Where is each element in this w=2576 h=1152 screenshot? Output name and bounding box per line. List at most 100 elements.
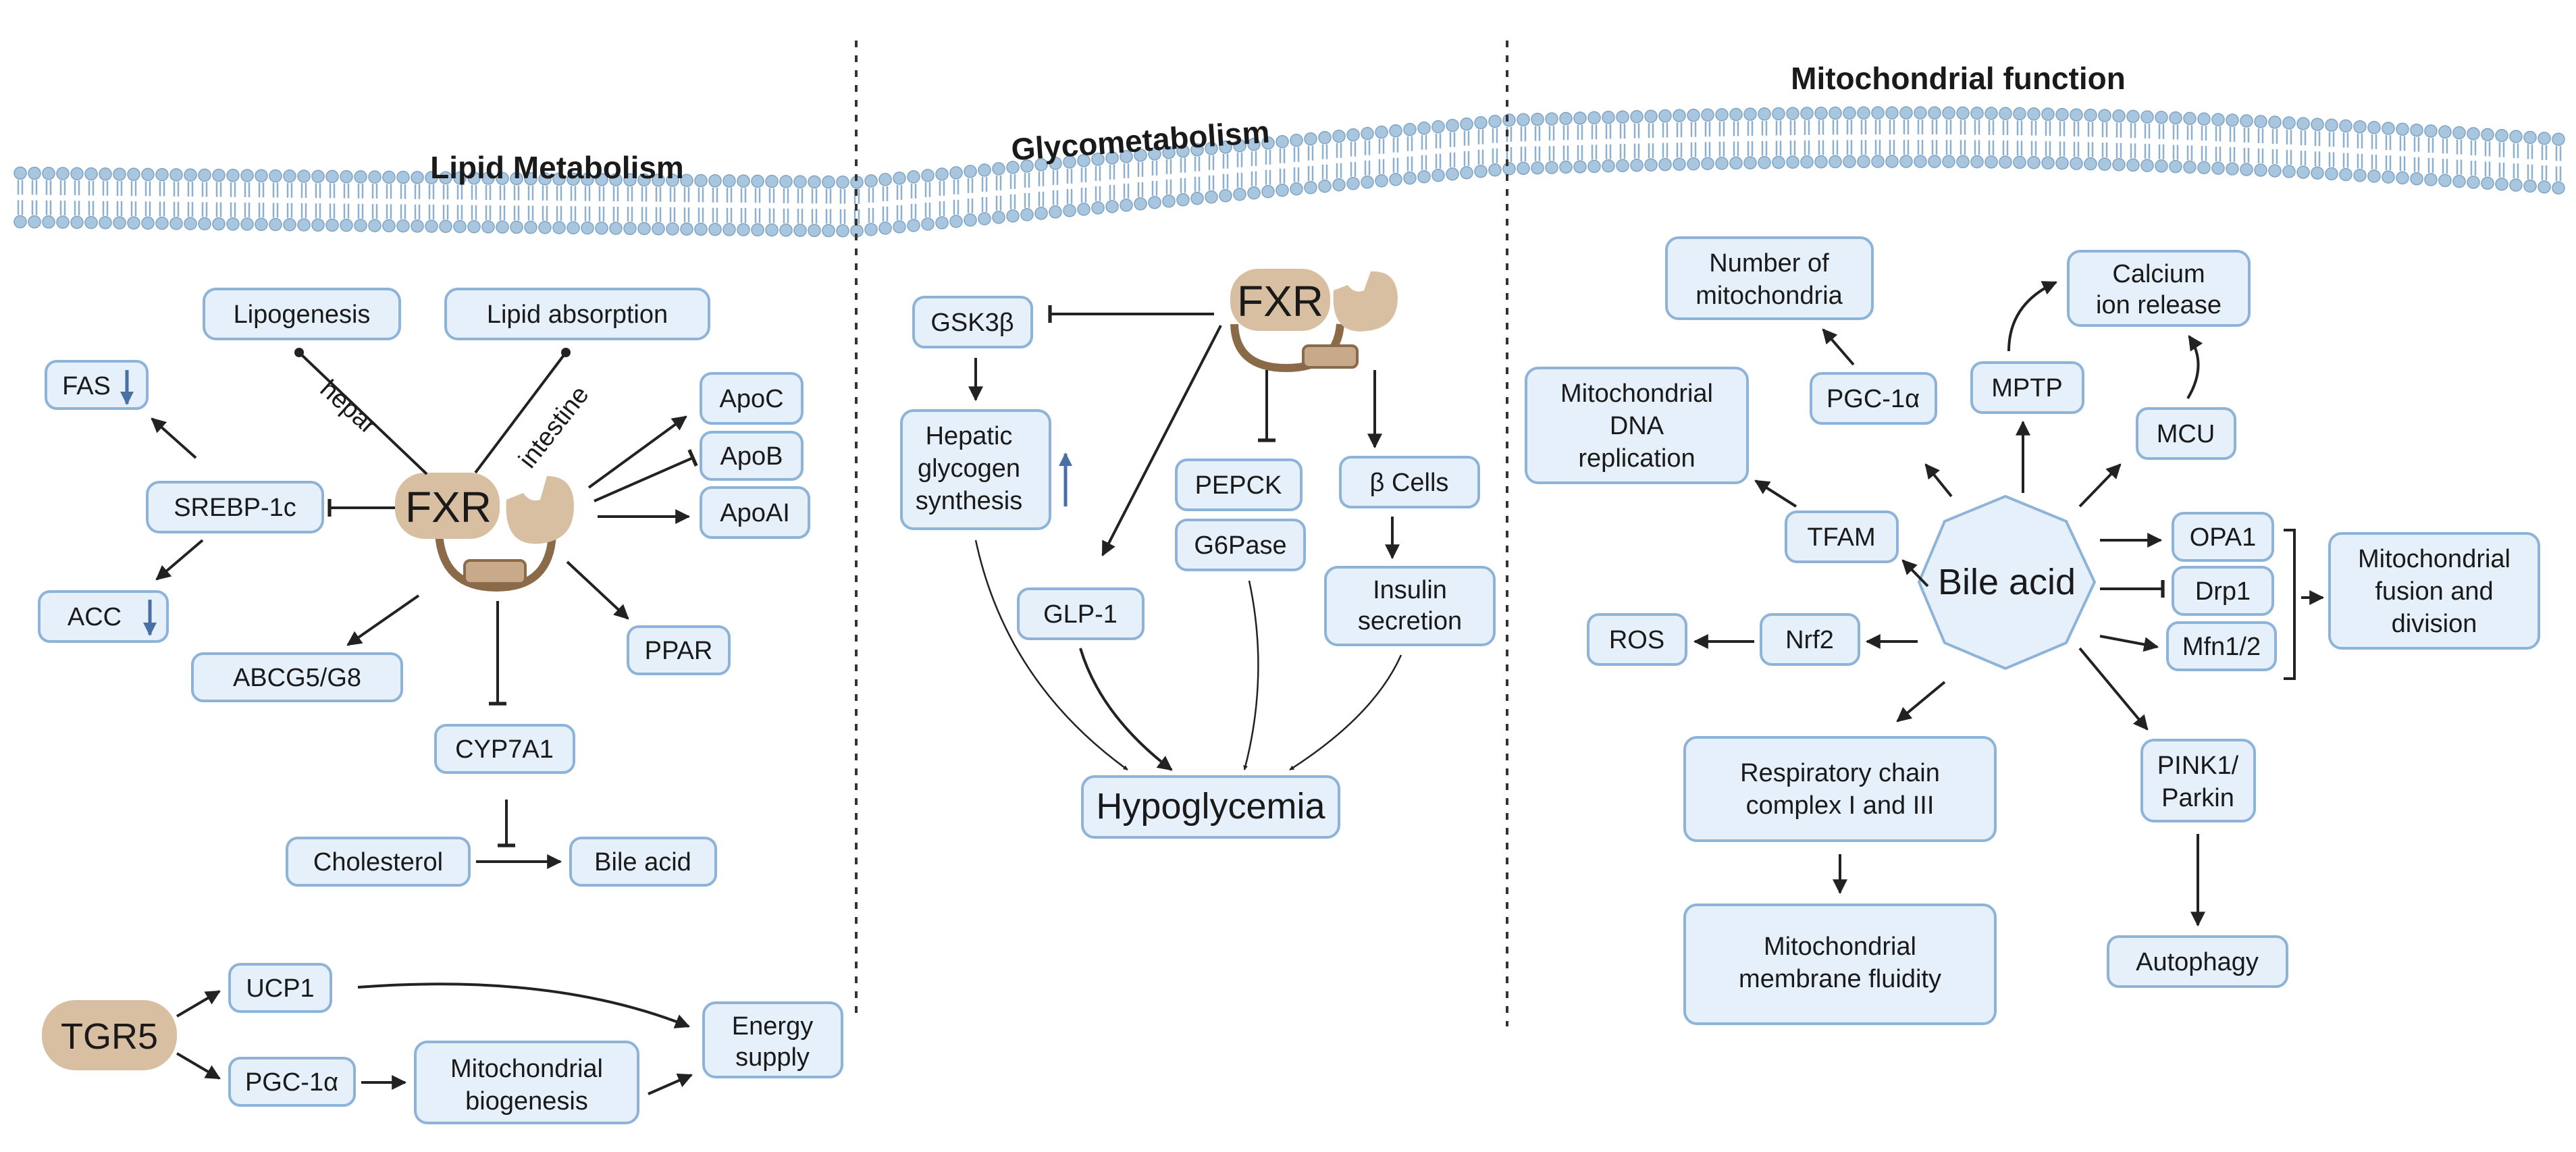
mito-biogenesis-label-1: Mitochondrial xyxy=(450,1055,603,1083)
fxr-label-lipid: FXR xyxy=(405,483,492,531)
mito-biogenesis-box xyxy=(414,1041,639,1124)
fxr-receptor-lipid: FXR xyxy=(395,473,574,592)
mfn-label: Mfn1/2 xyxy=(2182,633,2261,661)
apob-box xyxy=(700,431,804,481)
hypoglycemia-box xyxy=(1081,775,1340,839)
nrf2-label: Nrf2 xyxy=(1785,626,1834,654)
autophagy-box xyxy=(2107,935,2288,988)
fusion-label-1: Mitochondrial xyxy=(2358,545,2511,573)
bile-acid-label-mito: Bile acid xyxy=(1938,562,2076,602)
bile-acid-box-lipid xyxy=(569,837,717,887)
ba-to-pgc xyxy=(1924,463,1953,498)
insulin-box xyxy=(1324,566,1496,646)
membrane-fluidity-label-1: Mitochondrial xyxy=(1764,933,1916,961)
glp-label: GLP-1 xyxy=(1043,600,1118,629)
ppar-label: PPAR xyxy=(645,637,713,665)
title-mitochondrial-function: Mitochondrial function xyxy=(1791,61,2126,96)
hypoglycemia-label: Hypoglycemia xyxy=(1096,786,1325,827)
mptp-label: MPTP xyxy=(1991,374,2063,402)
fas-label: FAS xyxy=(62,372,111,400)
pgc-to-number xyxy=(1822,328,1855,366)
apoai-box xyxy=(700,486,810,539)
glyco-section: FXR GSK3β Hepatic glycogen synthesis PEP… xyxy=(900,269,1496,839)
pgc-box-lipid xyxy=(228,1057,356,1107)
pink-box xyxy=(2140,739,2256,822)
membrane-fluidity-box xyxy=(1683,904,1997,1025)
fxr-to-ppar xyxy=(566,560,629,620)
lipogenesis-box xyxy=(203,288,401,340)
apoc-label: ApoC xyxy=(719,385,783,413)
calcium-label-2: ion release xyxy=(2096,291,2222,319)
gsk-label: GSK3β xyxy=(930,309,1014,337)
mdna-label-2: DNA xyxy=(1610,412,1664,440)
cell-membrane xyxy=(14,106,2565,238)
ppar-box xyxy=(627,625,731,675)
autophagy-label: Autophagy xyxy=(2136,948,2259,976)
apob-label: ApoB xyxy=(720,442,783,471)
pepck-label: PEPCK xyxy=(1195,471,1282,500)
opa1-label: OPA1 xyxy=(2190,523,2257,552)
mptp-to-calcium xyxy=(2007,281,2058,352)
insulin-to-hypo xyxy=(1289,654,1402,771)
fxr-to-abcg xyxy=(346,594,420,646)
abcg-box xyxy=(191,652,403,702)
calcium-label-1: Calcium xyxy=(2112,260,2205,288)
hepatic-to-hypo xyxy=(974,540,1128,771)
tfam-label: TFAM xyxy=(1807,523,1875,552)
ucp1-label: UCP1 xyxy=(246,974,314,1003)
mito-biogenesis-label-2: biogenesis xyxy=(465,1087,588,1116)
gsk-box xyxy=(912,296,1033,348)
ba-to-mfn xyxy=(2099,635,2159,652)
ros-box xyxy=(1587,613,1687,666)
number-mito-box xyxy=(1665,236,1874,320)
glp-box xyxy=(1017,587,1145,640)
mdna-label-3: replication xyxy=(1578,444,1695,473)
calcium-box xyxy=(2067,250,2251,327)
bile-acid-label-lipid: Bile acid xyxy=(594,848,691,876)
lipid-absorption-box xyxy=(444,288,710,340)
tgr5-to-pgc xyxy=(176,1052,221,1080)
fusion-box xyxy=(2328,532,2540,650)
link-hepar xyxy=(294,348,428,475)
beta-cells-label: β Cells xyxy=(1370,469,1449,497)
srebp-label: SREBP-1c xyxy=(174,494,296,522)
pgc-label-mito: PGC-1α xyxy=(1826,385,1920,413)
hepatic-label-3: synthesis xyxy=(916,487,1022,515)
cholesterol-box xyxy=(286,837,471,887)
pink-label-2: Parkin xyxy=(2161,784,2234,812)
pepck-box xyxy=(1175,459,1303,511)
apoai-label: ApoAI xyxy=(720,499,790,527)
tgr5-shape xyxy=(42,1000,177,1070)
intestine-label: intestine xyxy=(513,381,594,473)
energy-supply-label-1: Energy xyxy=(732,1012,813,1041)
fxr-to-glp xyxy=(1101,325,1222,556)
mcu-to-calcium xyxy=(2186,335,2203,400)
fxr-receptor-glyco: FXR xyxy=(1230,269,1398,373)
tgr5-to-ucp1 xyxy=(176,990,221,1018)
glp-to-hypo xyxy=(1079,648,1173,771)
hepar-label: hepar xyxy=(315,375,383,440)
abcg-label: ABCG5/G8 xyxy=(233,664,361,692)
mdna-box xyxy=(1525,367,1749,484)
energy-supply-box xyxy=(702,1001,843,1078)
cyp-label: CYP7A1 xyxy=(455,735,554,764)
fxr-to-apoc xyxy=(587,415,687,489)
beta-cells-box xyxy=(1339,456,1480,508)
hepatic-label-2: glycogen xyxy=(918,454,1020,483)
lipid-absorption-label: Lipid absorption xyxy=(487,300,668,329)
lipid-section: FXR Lipogenesis Lipid absorption hepar i… xyxy=(38,288,843,1124)
ucp1-box xyxy=(228,963,332,1013)
pgc-box-mito xyxy=(1810,372,1937,425)
g6pase-label: G6Pase xyxy=(1194,531,1286,560)
srebp-to-fas xyxy=(151,417,197,459)
title-lipid-metabolism: Lipid Metabolism xyxy=(430,150,684,185)
g6pase-to-hypo xyxy=(1243,580,1259,770)
tfam-to-mdna xyxy=(1754,479,1797,508)
cyp-box xyxy=(434,724,575,774)
ba-to-tfam xyxy=(1901,559,1929,587)
fxr-label-glyco: FXR xyxy=(1237,277,1323,325)
respiratory-label-1: Respiratory chain xyxy=(1740,759,1940,787)
ucp1-to-energy xyxy=(357,983,691,1028)
respiratory-box xyxy=(1683,736,1997,842)
